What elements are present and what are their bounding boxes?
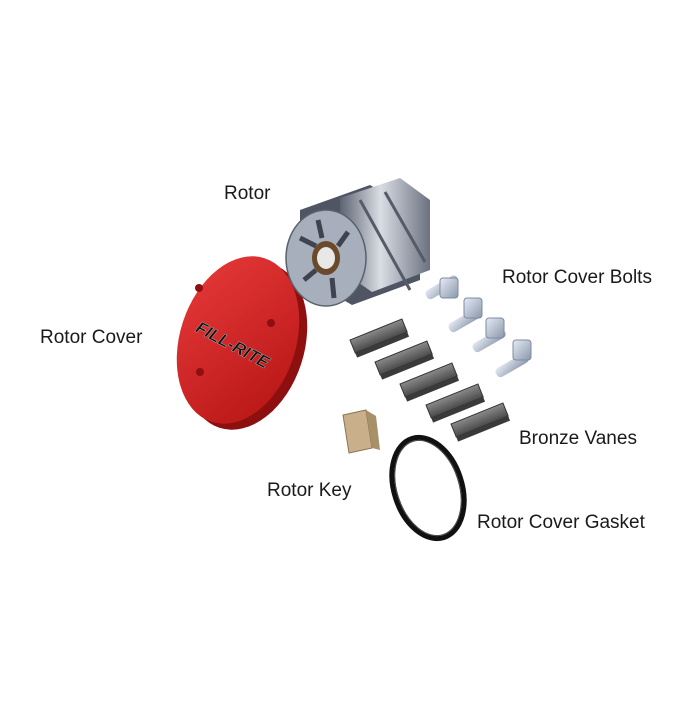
bolt bbox=[448, 297, 483, 333]
rotor-cover-gasket bbox=[389, 434, 467, 542]
label-rotor-cover-bolts: Rotor Cover Bolts bbox=[502, 267, 652, 288]
cover-bolt-hole bbox=[266, 404, 274, 412]
cover-bolt-hole bbox=[196, 368, 204, 376]
bolt bbox=[425, 275, 459, 300]
cover-bolt-hole bbox=[195, 284, 203, 292]
bolt bbox=[472, 317, 506, 353]
bolt bbox=[495, 339, 532, 378]
label-rotor-cover-gasket: Rotor Cover Gasket bbox=[477, 512, 645, 533]
vane bbox=[450, 402, 511, 442]
rotor-key bbox=[342, 409, 380, 454]
vane bbox=[425, 383, 486, 423]
vane bbox=[349, 318, 410, 358]
label-rotor-cover: Rotor Cover bbox=[40, 327, 143, 348]
label-bronze-vanes: Bronze Vanes bbox=[519, 428, 637, 449]
cover-bolt-hole bbox=[267, 319, 275, 327]
label-rotor: Rotor bbox=[224, 183, 271, 204]
rotor-cover: FILL-RITE bbox=[176, 256, 308, 430]
vane bbox=[399, 362, 460, 402]
rotor-cover-bolts bbox=[425, 275, 532, 378]
rotor bbox=[285, 178, 430, 307]
bronze-vanes bbox=[349, 318, 511, 442]
label-rotor-key: Rotor Key bbox=[267, 480, 352, 501]
vane bbox=[374, 340, 435, 380]
